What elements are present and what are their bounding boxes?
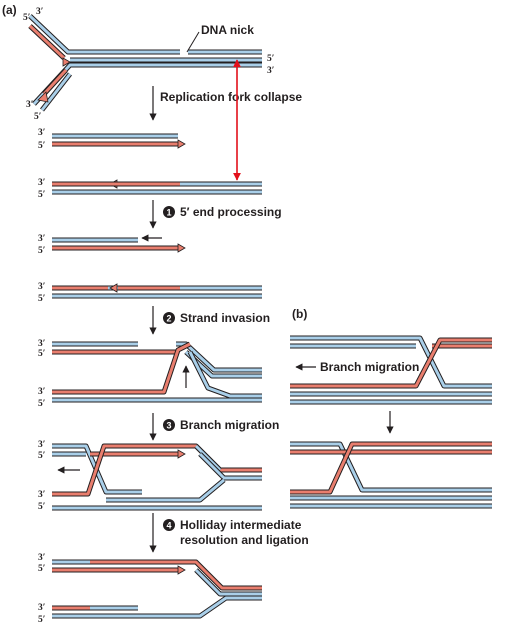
step-1-label: 5′ end processing xyxy=(180,205,282,219)
step-2-number: 2 xyxy=(166,314,171,324)
end-5-r2: 5′ xyxy=(38,190,46,200)
panel-b-label: (b) xyxy=(292,307,307,321)
r1-new-arrowhead xyxy=(177,139,186,149)
end-5-r5: 5′ xyxy=(38,349,46,359)
end-3-r6: 3′ xyxy=(38,387,46,397)
step-4-badge xyxy=(163,519,175,531)
panel-b-branch-label: Branch migration xyxy=(320,360,419,374)
fork-top-5-label: 5′ xyxy=(23,13,31,23)
collapse-label: Replication fork collapse xyxy=(160,90,302,104)
r10-bottom xyxy=(52,596,262,618)
process-arrows xyxy=(57,86,394,553)
r8-new xyxy=(52,444,262,496)
step-4-label-line2: resolution and ligation xyxy=(180,533,309,547)
r8-lower xyxy=(106,478,225,502)
step-3-label: Branch migration xyxy=(180,418,279,432)
step-1-number: 1 xyxy=(166,208,171,218)
fork-top-template xyxy=(28,14,180,54)
r3-new-arrowhead xyxy=(177,243,186,253)
r7-new-arrowhead xyxy=(177,449,186,459)
end-3-r7: 3′ xyxy=(38,440,46,450)
step-3-badge xyxy=(163,419,175,431)
step-4-label-line1: Holliday intermediate xyxy=(180,518,302,532)
r4-new-arrowhead xyxy=(109,283,118,293)
end-3-r9: 3′ xyxy=(38,553,46,563)
step-3-number: 3 xyxy=(166,421,171,431)
step-2-badge xyxy=(163,312,175,324)
fork-top-3-label: 3′ xyxy=(36,7,44,17)
end-5-r8: 5′ xyxy=(38,502,46,512)
r6-invading xyxy=(52,342,191,394)
leading-strand-arrowhead xyxy=(62,57,71,67)
lagging-fragment-arrowhead xyxy=(37,91,49,103)
end-5-r10: 5′ xyxy=(38,615,46,625)
leading-strand xyxy=(28,24,66,60)
step-4-number: 4 xyxy=(166,521,171,531)
end-3-r10: 3′ xyxy=(38,603,46,613)
end-3-r5: 3′ xyxy=(38,339,46,349)
r8-fork-top xyxy=(194,444,222,472)
end-5-r7: 5′ xyxy=(38,451,46,461)
end-5-r6: 5′ xyxy=(38,399,46,409)
end-3-r1: 3′ xyxy=(38,128,46,138)
end-3-r2: 3′ xyxy=(38,178,46,188)
r9-fork-mid xyxy=(194,568,262,596)
step-1-badge xyxy=(163,206,175,218)
end-5-r9: 5′ xyxy=(38,564,46,574)
end-5-r3: 5′ xyxy=(38,246,46,256)
end-3-r4: 3′ xyxy=(38,282,46,292)
lagging-fragment xyxy=(42,68,68,96)
fork-bottom-5-label: 5′ xyxy=(34,112,42,122)
panel-a-label: (a) xyxy=(2,3,17,17)
b1-cross-red xyxy=(290,338,492,388)
r9-crossover xyxy=(90,560,262,590)
end-5-r1: 5′ xyxy=(38,141,46,151)
b1-top-blue xyxy=(290,336,492,388)
r5-fork-top xyxy=(176,342,262,372)
end-5-r4: 5′ xyxy=(38,294,46,304)
dna-nick-label: DNA nick xyxy=(201,23,254,37)
b2-cross-red xyxy=(290,442,454,494)
b2-top-blue xyxy=(290,442,492,492)
r9-new-arrowhead xyxy=(177,565,186,575)
fork-bottom-parent xyxy=(40,73,72,111)
fork-bottom-3-label: 3′ xyxy=(26,100,34,110)
fork-right-3-label: 3′ xyxy=(267,66,275,76)
dna-strands xyxy=(28,14,492,619)
r8-fork-mid xyxy=(198,452,262,480)
r9-crossover-outline xyxy=(90,559,262,591)
fork-right-5-label: 5′ xyxy=(267,54,275,64)
r6-displaced xyxy=(188,351,262,398)
dna-nick-leader xyxy=(186,31,200,53)
end-3-r8: 3′ xyxy=(38,490,46,500)
step-2-label: Strand invasion xyxy=(180,311,270,325)
end-3-r3: 3′ xyxy=(38,234,46,244)
